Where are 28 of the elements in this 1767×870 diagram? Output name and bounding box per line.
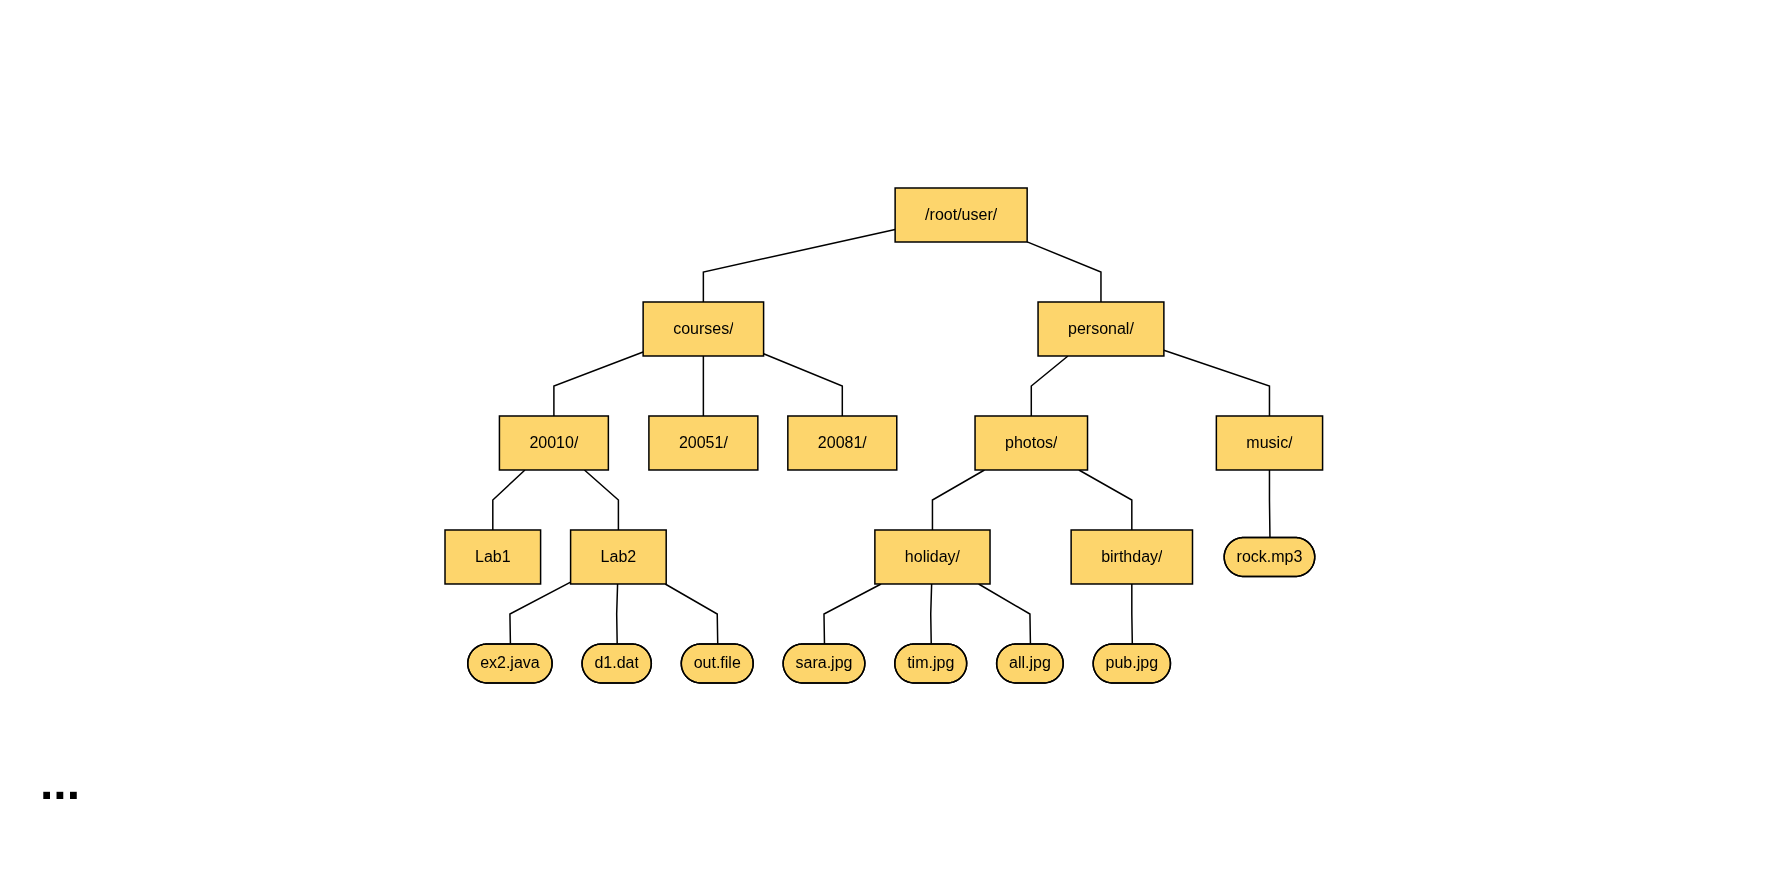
node-box: holiday/ [873,528,991,585]
node-box: courses/ [642,300,765,357]
connector [977,582,1031,645]
connector [664,582,719,645]
connector [583,468,619,531]
connector [1077,468,1133,531]
connector [931,468,985,531]
connector [929,582,933,645]
node-box: Lab2 [569,528,667,585]
connector [491,468,526,531]
node-box: Lab1 [443,528,542,585]
ellipsis-text: ... [40,756,80,809]
connector [762,352,843,417]
node-box: 20051/ [647,414,759,471]
connector [1130,582,1133,645]
connector [615,582,619,645]
connector [1030,354,1069,417]
node-box: 20010/ [498,414,609,471]
node-box: birthday/ [1070,528,1193,585]
node-box: 20081/ [786,414,898,471]
node-box: personal/ [1037,300,1165,357]
node-box: music/ [1215,414,1324,471]
connector [822,582,882,645]
node-box: photos/ [974,414,1088,471]
connector [702,354,704,417]
node-box: /root/user/ [894,186,1028,243]
connector [508,580,572,645]
connector [1026,240,1102,303]
